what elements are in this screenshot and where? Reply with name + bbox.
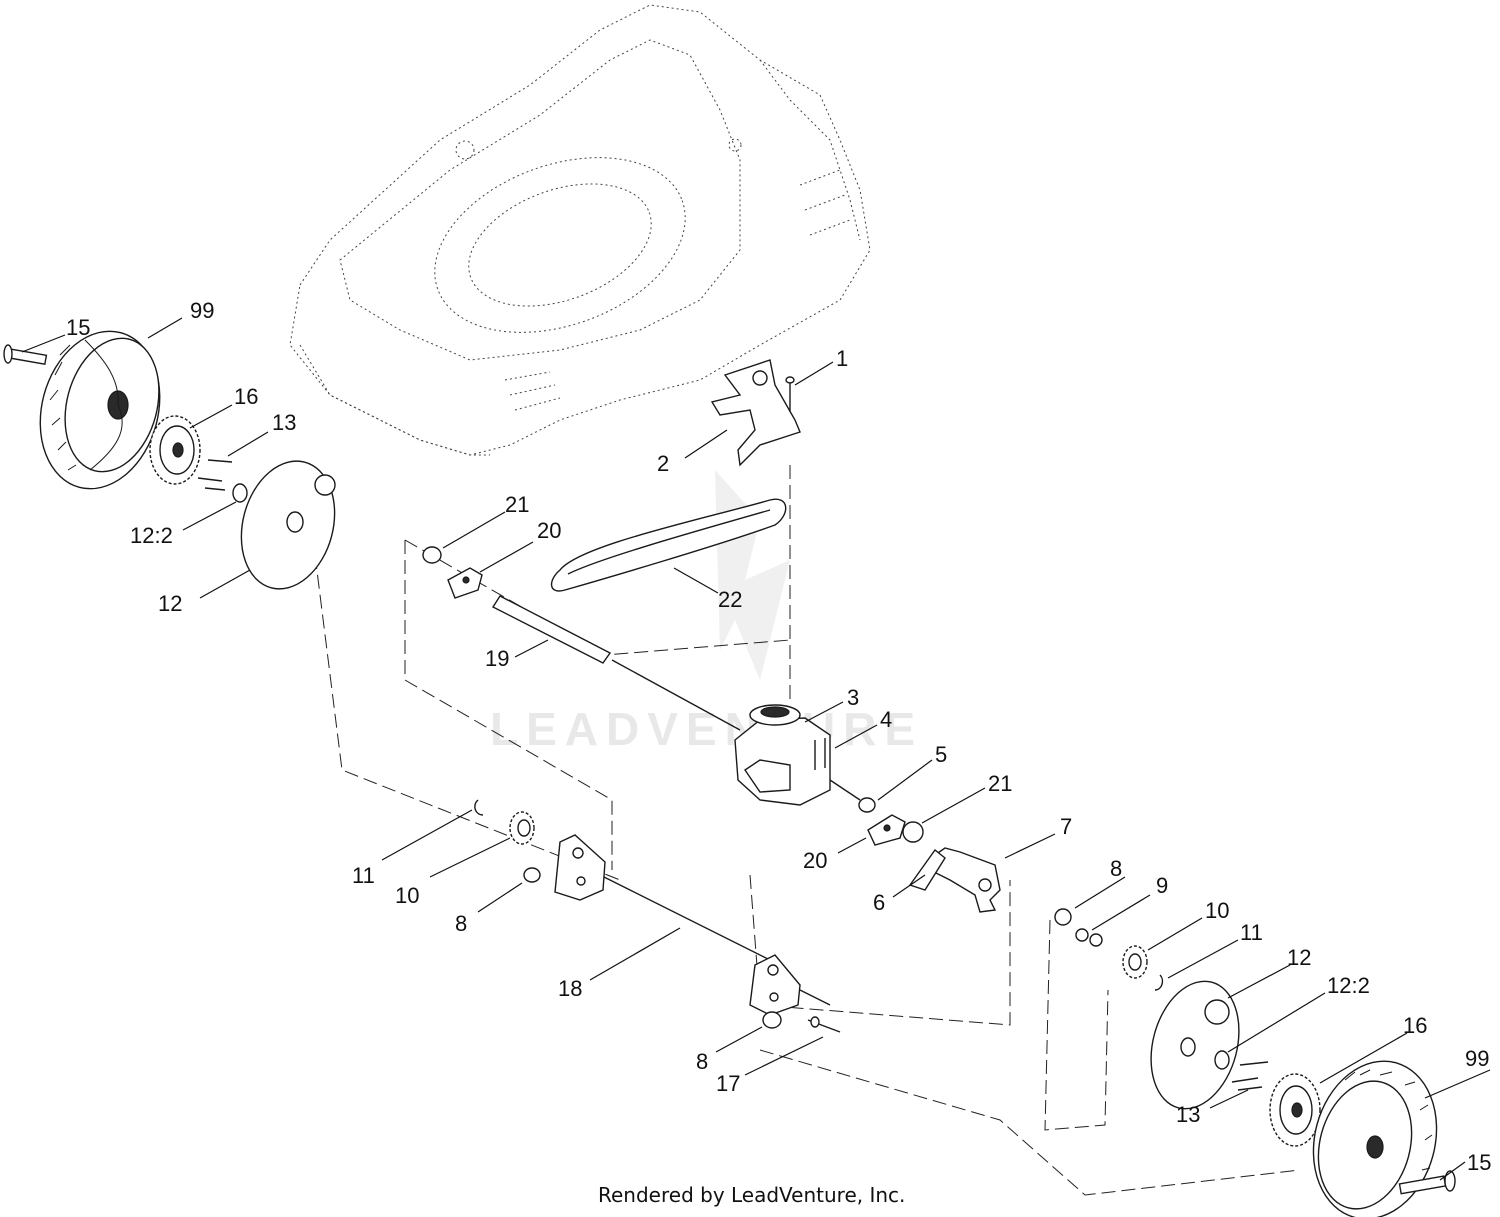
callout-16-left: 16 [234, 384, 258, 409]
leader-lines [21, 317, 1491, 1181]
bolt-15-right [1398, 1170, 1456, 1195]
lever-7 [929, 847, 1001, 913]
callout-1: 1 [836, 346, 848, 371]
hubcap-12-left [240, 460, 336, 590]
washer-5 [858, 797, 876, 813]
right-wheel-assembly [1150, 980, 1456, 1217]
callout-18: 18 [558, 976, 582, 1001]
callout-13-right: 13 [1176, 1102, 1200, 1127]
washer-9b [1089, 933, 1103, 947]
washer-12-2-right [1214, 1050, 1230, 1070]
belt-22 [550, 498, 787, 592]
wheel-99-right [1312, 1060, 1438, 1217]
callout-12-right: 12 [1287, 945, 1311, 970]
callout-15-left: 15 [66, 315, 90, 340]
transmission-3 [734, 704, 861, 806]
callout-11-left: 11 [352, 863, 375, 888]
callout-5: 5 [935, 742, 947, 767]
clip-11-left [474, 799, 484, 816]
callout-13-left: 13 [272, 410, 296, 435]
callout-8-left: 8 [455, 911, 467, 936]
bracket-right [749, 954, 801, 1016]
washer-21-upper [422, 546, 442, 564]
callout-6: 6 [873, 890, 885, 915]
bushing-20-upper [447, 567, 483, 599]
callout-4: 4 [880, 707, 892, 732]
callout-3: 3 [847, 685, 859, 710]
callout-20-upper: 20 [537, 518, 561, 543]
callout-8-right: 8 [1110, 856, 1122, 881]
callout-99-left: 99 [190, 298, 214, 323]
callout-11-right: 11 [1240, 920, 1263, 945]
washer-8-lower [762, 1011, 782, 1029]
callout-12-2-right: 12:2 [1327, 973, 1370, 998]
washer-8-left [523, 867, 541, 883]
pinion-10-left [509, 811, 535, 845]
callout-10-left: 10 [395, 883, 419, 908]
watermark-text: LEADVENTURE [490, 703, 923, 755]
bolt-1 [785, 376, 795, 412]
callout-20-lower: 20 [803, 848, 827, 873]
callout-7: 7 [1060, 814, 1072, 839]
pinion-10-right [1122, 945, 1148, 979]
callout-19: 19 [485, 646, 509, 671]
left-lower-group [474, 799, 541, 883]
bushing-20-lower [867, 814, 906, 846]
screws-13-left [197, 459, 233, 491]
callout-22: 22 [718, 587, 742, 612]
bolt-15-left [3, 344, 48, 366]
callout-15-right: 15 [1467, 1150, 1491, 1175]
washer-9a [1075, 928, 1089, 942]
wheel-99-left [39, 330, 161, 490]
tube-19 [491, 595, 612, 664]
callout-21-upper: 21 [505, 492, 529, 517]
callout-2: 2 [657, 451, 669, 476]
callout-12-2-left: 12:2 [130, 523, 173, 548]
axle-18 [554, 834, 831, 1016]
callout-21-lower: 21 [988, 771, 1012, 796]
callout-16-right: 16 [1403, 1013, 1427, 1038]
axle-shaft-upper [611, 659, 741, 731]
callout-99-right: 99 [1465, 1046, 1489, 1071]
callout-labels: 15 99 16 13 12:2 12 1 2 21 20 22 19 3 4 … [66, 298, 1491, 1175]
hubcap-12-right [1150, 980, 1240, 1110]
gear-16-right [1269, 1073, 1321, 1147]
gear-16-left [149, 415, 201, 485]
callout-9: 9 [1156, 873, 1168, 898]
callout-8-lower: 8 [696, 1049, 708, 1074]
callout-10-right: 10 [1205, 898, 1229, 923]
pin-17 [807, 1016, 841, 1033]
screws-13-right [1231, 1061, 1269, 1091]
clip-11-right [1154, 974, 1164, 991]
washer-21-lower [902, 821, 924, 843]
callout-12-left: 12 [158, 591, 182, 616]
footer-credit: Rendered by LeadVenture, Inc. [598, 1183, 905, 1207]
bracket-left [554, 834, 606, 901]
mower-deck [289, 4, 871, 456]
left-wheel-assembly [3, 330, 336, 590]
upper-shaft-group [422, 546, 741, 731]
callout-17: 17 [716, 1071, 740, 1096]
washer-8-right [1054, 908, 1072, 926]
washer-12-2-left [232, 483, 248, 503]
bracket-2 [710, 359, 801, 467]
